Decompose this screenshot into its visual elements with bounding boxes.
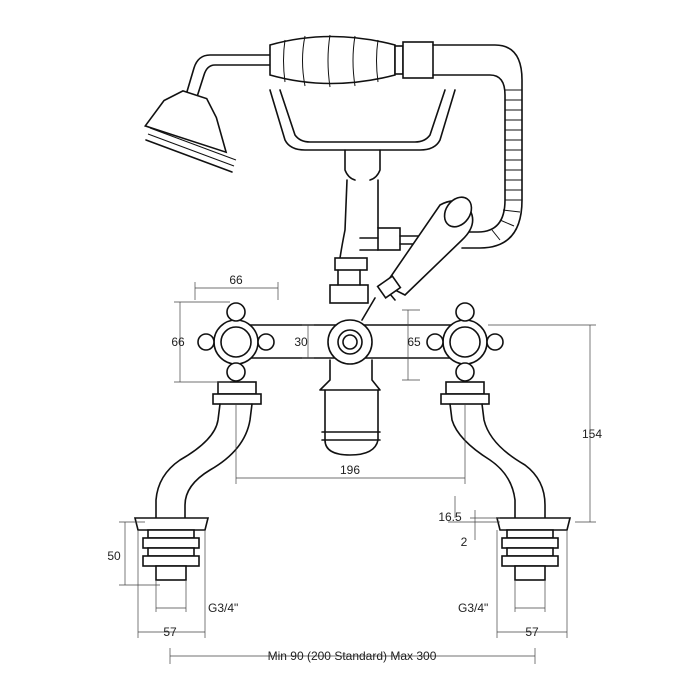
dim-thread-length: 50 — [107, 549, 121, 563]
left-leg — [133, 403, 253, 581]
dim-centers: 196 — [340, 463, 360, 477]
dim-thread-right: G3/4" — [458, 601, 488, 615]
handset-cradle — [269, 89, 456, 259]
left-cross-handle — [197, 302, 275, 405]
dim-total-height: 154 — [582, 427, 602, 441]
dimension-labels: 66 66 30 65 154 196 16.5 2 50 G3/4" G3/4… — [107, 273, 602, 663]
dim-tail-gap: 2 — [461, 535, 468, 549]
right-leg — [449, 403, 572, 581]
dim-spout-height: 30 — [294, 335, 308, 349]
dim-span-range: Min 90 (200 Standard) Max 300 — [268, 649, 437, 663]
diverter-assembly — [329, 196, 474, 321]
dim-thread-left: G3/4" — [208, 601, 238, 615]
dim-tail-offset: 16.5 — [438, 510, 462, 524]
dim-base-left: 57 — [163, 625, 177, 639]
mixer-body — [239, 319, 466, 456]
dim-handle-height: 66 — [171, 335, 185, 349]
dim-base-right: 57 — [525, 625, 539, 639]
dim-valve-height: 65 — [407, 335, 421, 349]
dim-handle-width: 66 — [229, 273, 243, 287]
right-cross-handle — [426, 302, 504, 405]
dimension-lines — [119, 282, 596, 664]
shower-handset — [143, 34, 523, 249]
